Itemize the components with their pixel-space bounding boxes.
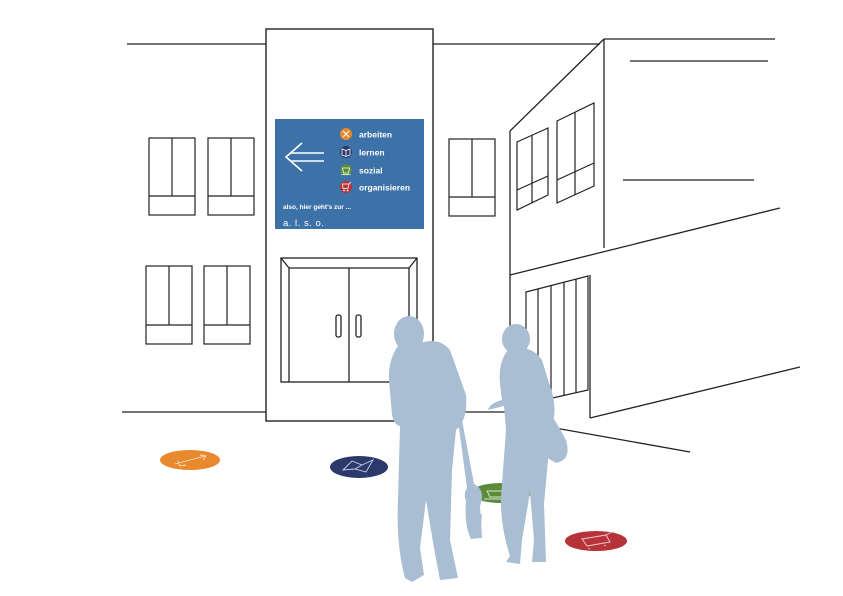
sign-item-arbeiten: arbeiten [340, 128, 392, 140]
right-building [509, 38, 801, 453]
directional-sign: arbeiten lernen sozial organisieren also… [275, 119, 424, 229]
floor-markers [160, 450, 627, 551]
sign-tagline: also, hier geht's zur ... [283, 204, 351, 211]
visitor-figures [388, 316, 568, 582]
sign-item-label: lernen [359, 148, 385, 158]
window [516, 127, 549, 211]
door-handle-left [335, 314, 342, 338]
sign-item-label: organisieren [359, 183, 410, 193]
person-silhouette-right [488, 324, 568, 564]
door-handle-right [355, 314, 362, 338]
coffee-cup-icon [340, 164, 352, 176]
sign-item-sozial: sozial [340, 164, 383, 176]
sign-item-organisieren: organisieren [340, 181, 410, 193]
window [148, 137, 196, 216]
left-arrow-icon [284, 142, 324, 172]
sign-item-label: sozial [359, 166, 383, 176]
window [207, 137, 255, 216]
window [203, 265, 251, 345]
floor-marker-organisieren [565, 531, 627, 551]
window [448, 138, 496, 217]
window [556, 102, 595, 204]
sign-item-lernen: lernen [340, 146, 385, 158]
sign-brand: a. l. s. o. [283, 218, 324, 229]
sign-item-label: arbeiten [359, 130, 392, 140]
window [145, 265, 193, 345]
floor-marker-arbeiten [160, 450, 220, 470]
person-silhouette-left [388, 316, 482, 582]
floor-marker-lernen [330, 456, 388, 478]
left-facade-windows [145, 137, 496, 345]
